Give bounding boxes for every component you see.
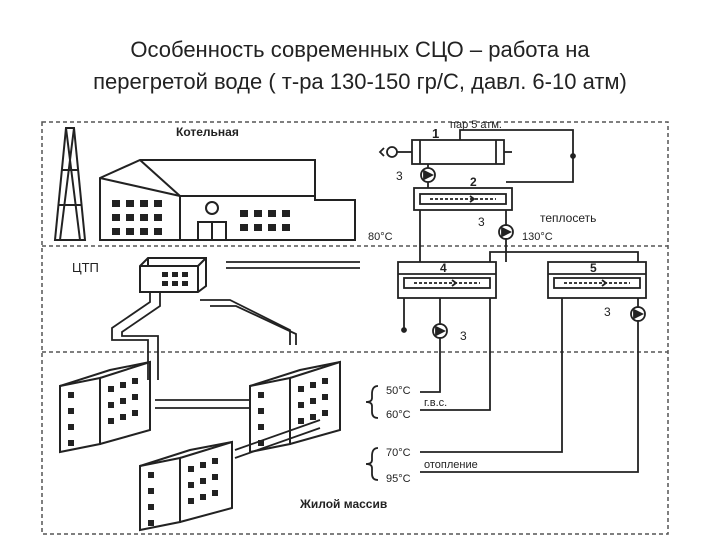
label-boiler-1: 1	[432, 126, 439, 141]
label-steam: пар 5 атм.	[450, 119, 502, 131]
apartment-block-icon	[249, 360, 341, 454]
heat-exchanger-2	[413, 187, 513, 211]
zone-label-residential: Жилой массив	[299, 497, 387, 511]
zone-label-ctp: ЦТП	[72, 260, 99, 275]
burner-icon	[386, 146, 398, 158]
chimney-icon	[53, 127, 87, 241]
label-network: теплосеть	[540, 211, 596, 225]
diagram-border	[41, 121, 669, 535]
heat-exchanger-4	[397, 261, 497, 299]
label-temp-130: 130°С	[522, 231, 553, 243]
label-temp-70: 70°С	[386, 447, 411, 459]
boiler-house-icon	[99, 159, 356, 241]
brace-hws	[365, 385, 379, 419]
diagram-labels: Котельная ЦТП Жилой массив 1 пар 5 атм. …	[72, 119, 611, 511]
underground-pipeline	[111, 261, 360, 459]
label-temp-80: 80°С	[368, 231, 393, 243]
boiler-drum	[411, 139, 505, 165]
label-pump-3d: 3	[604, 305, 611, 319]
pump-icon	[498, 224, 514, 240]
label-temp-60: 60°С	[386, 409, 411, 421]
apartment-block-icon	[139, 440, 233, 532]
label-exchanger-2: 2	[470, 175, 477, 189]
heat-exchanger-5	[547, 261, 647, 299]
piping-scheme	[365, 129, 647, 481]
label-exchanger-5: 5	[590, 261, 597, 275]
pump-icon	[630, 306, 646, 322]
label-heating: отопление	[424, 459, 478, 471]
pump-icon	[432, 323, 448, 339]
label-hws: г.в.с.	[424, 397, 447, 409]
label-exchanger-4: 4	[440, 261, 447, 275]
zone-frames	[41, 121, 669, 535]
ctp-building-icon	[139, 257, 207, 293]
title-line-1: Особенность современных СЦО – работа на	[130, 37, 590, 62]
label-pump-3a: 3	[396, 169, 403, 183]
label-pump-3c: 3	[460, 329, 467, 343]
zone-label-boiler: Котельная	[176, 125, 239, 139]
brace-heating	[365, 447, 379, 481]
label-temp-95: 95°С	[386, 473, 411, 485]
apartment-block-icon	[59, 360, 151, 454]
slide-title: Особенность современных СЦО – работа на …	[0, 34, 720, 98]
label-temp-50: 50°С	[386, 385, 411, 397]
pump-icon	[420, 167, 436, 183]
title-line-2: перегретой воде ( т-ра 130-150 гр/С, дав…	[93, 69, 627, 94]
label-pump-3b: 3	[478, 215, 485, 229]
